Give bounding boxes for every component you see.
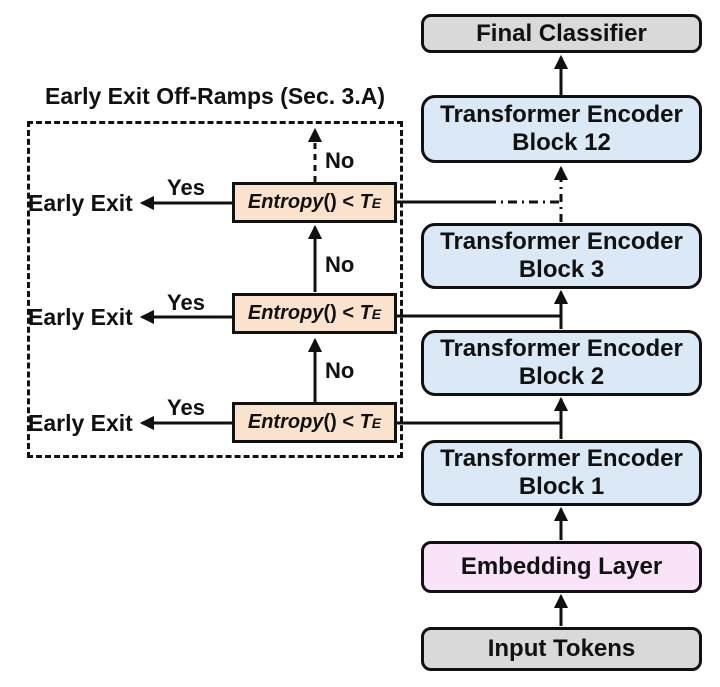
- no-label-bottom: No: [325, 358, 355, 383]
- encoder-block-2-label-line2: Block 2: [518, 363, 605, 390]
- encoder-block-3-label-line2: Block 3: [518, 256, 605, 283]
- yes-label-middle: Yes: [167, 290, 205, 315]
- early-exit-label-top: Early Exit: [28, 190, 133, 216]
- entropy-rest-label: () <: [323, 302, 360, 324]
- no-label-top: No: [325, 148, 355, 173]
- input-tokens-box: Input Tokens: [421, 627, 702, 671]
- encoder-block-12-box: Transformer Encoder Block 12: [421, 95, 702, 163]
- entropy-var-label: T: [359, 411, 372, 433]
- encoder-block-12-label-line2: Block 12: [512, 129, 611, 156]
- yes-label-top: Yes: [167, 175, 205, 200]
- early-exit-label-bottom: Early Exit: [28, 410, 133, 436]
- entropy-rest-label: () <: [323, 411, 360, 433]
- entropy-var-label: T: [359, 302, 372, 324]
- input-tokens-label: Input Tokens: [487, 635, 636, 662]
- no-label-middle: No: [325, 252, 355, 277]
- entropy-func-label: Entropy: [247, 191, 324, 213]
- encoder-block-1-label-line1: Transformer Encoder: [440, 445, 683, 472]
- encoder-block-3-label-line1: Transformer Encoder: [440, 228, 683, 255]
- encoder-block-12-label-line1: Transformer Encoder: [440, 101, 683, 128]
- offramps-title: Early Exit Off-Ramps (Sec. 3.A): [45, 83, 385, 109]
- yes-label-bottom: Yes: [167, 395, 205, 420]
- offramps-dashed-frame: [27, 121, 403, 458]
- embedding-layer-box: Embedding Layer: [421, 541, 702, 593]
- entropy-func-label: Entropy: [247, 411, 324, 433]
- entropy-rest-label: () <: [323, 191, 360, 213]
- encoder-block-2-box: Transformer Encoder Block 2: [421, 330, 702, 396]
- encoder-block-3-box: Transformer Encoder Block 3: [421, 223, 702, 289]
- embedding-layer-label: Embedding Layer: [460, 553, 663, 580]
- final-classifier-label: Final Classifier: [476, 19, 647, 47]
- early-exit-label-middle: Early Exit: [28, 304, 133, 330]
- encoder-block-2-label-line1: Transformer Encoder: [440, 335, 683, 362]
- entropy-var-label: T: [359, 191, 372, 213]
- encoder-block-1-label-line2: Block 1: [518, 473, 605, 500]
- encoder-block-1-box: Transformer Encoder Block 1: [421, 440, 702, 506]
- entropy-func-label: Entropy: [247, 302, 324, 324]
- final-classifier-box: Final Classifier: [421, 14, 702, 53]
